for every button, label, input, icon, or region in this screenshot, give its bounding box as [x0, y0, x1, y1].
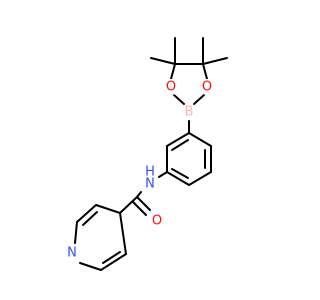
- bond-pyridine-5-inner: [102, 251, 121, 264]
- bond-n-carbonyl: [136, 191, 142, 198]
- bond-phenyl-1: [188, 132, 212, 147]
- atom-amide-n: N: [145, 177, 155, 192]
- atom-boron-mask: [181, 104, 197, 120]
- bond-pyridine-3: [74, 221, 78, 244]
- bond-pyridine-4: [79, 262, 102, 271]
- bond-pyridine-1: [95, 204, 121, 214]
- bond-phenyl-6-inner: [171, 139, 189, 151]
- atom-pyridine-n: N: [67, 246, 77, 261]
- bond-methyl-4: [202, 57, 228, 65]
- atom-carbonyl-o-mask: [149, 213, 165, 229]
- atom-o1-mask: [163, 79, 179, 95]
- bond-phenyl-4: [166, 171, 190, 186]
- atom-pyridine-n-mask: [64, 245, 80, 261]
- bond-carbonyl-pyridine: [119, 196, 138, 214]
- atom-amide-h: H: [145, 165, 155, 180]
- bond-pyridine-5: [100, 253, 127, 271]
- bond-ring-c-o2: [202, 63, 208, 80]
- atom-labels: O O B N H O N: [64, 79, 215, 261]
- atom-o2: O: [202, 80, 212, 95]
- atom-amide-n-mask: [142, 176, 158, 192]
- bond-carbonyl-o-b: [132, 201, 147, 216]
- bond-pyridine-6: [119, 212, 127, 255]
- bond-phenyl-3: [188, 171, 212, 186]
- atom-boron: B: [185, 105, 194, 120]
- atom-carbonyl-o: O: [152, 214, 162, 229]
- molecule-structure: O O B N H O N: [0, 0, 300, 300]
- atom-o1: O: [166, 80, 176, 95]
- bond-ring-o1-b: [173, 94, 185, 105]
- bonds: [74, 37, 228, 271]
- bond-ring-c-o1: [170, 63, 176, 80]
- bond-pyridine-2-inner: [82, 211, 98, 226]
- bond-carbonyl-o-a: [136, 196, 151, 211]
- bond-ring-o2-b: [193, 94, 205, 105]
- bond-phenyl-4-inner: [171, 168, 189, 179]
- background: [0, 0, 300, 300]
- bond-phenyl-6: [166, 132, 190, 147]
- bond-methyl-1: [150, 57, 176, 65]
- bond-aryl-n: [158, 171, 168, 178]
- bond-pyridine-2: [76, 204, 97, 223]
- atom-o2-mask: [199, 79, 215, 95]
